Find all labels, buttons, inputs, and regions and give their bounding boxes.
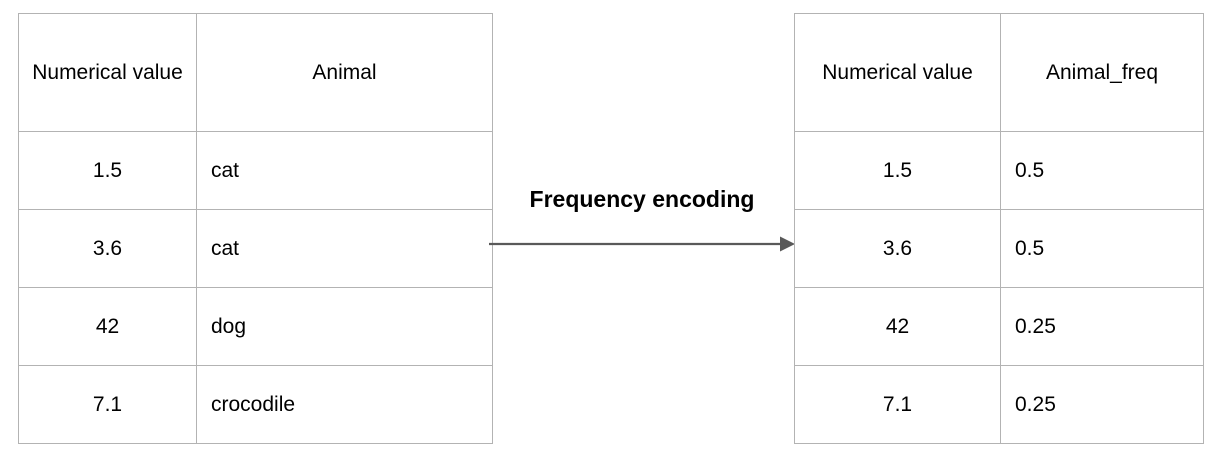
encoded-cell-animal-freq: 0.25 [1000, 365, 1204, 444]
source-cell-value: 1.5 [18, 131, 197, 210]
arrow-right-icon [489, 236, 795, 252]
encoded-cell-value: 7.1 [794, 365, 1001, 444]
encoded-table: Numerical value Animal_freq 1.5 0.5 3.6 … [794, 13, 1204, 444]
encoded-header-numerical-value: Numerical value [794, 13, 1001, 132]
source-cell-animal: dog [196, 287, 493, 366]
source-cell-animal: cat [196, 209, 493, 288]
source-cell-value: 42 [18, 287, 197, 366]
encoded-cell-value: 1.5 [794, 131, 1001, 210]
encoded-header-animal-freq: Animal_freq [1000, 13, 1204, 132]
source-table: Numerical value Animal 1.5 cat 3.6 cat 4… [18, 13, 493, 444]
source-cell-animal: crocodile [196, 365, 493, 444]
encoded-cell-animal-freq: 0.25 [1000, 287, 1204, 366]
table-row: 1.5 0.5 [794, 131, 1204, 210]
source-cell-value: 7.1 [18, 365, 197, 444]
table-row: 1.5 cat [18, 131, 493, 210]
encoded-cell-animal-freq: 0.5 [1000, 131, 1204, 210]
table-row: 3.6 0.5 [794, 209, 1204, 288]
table-row: 42 dog [18, 287, 493, 366]
table-row: 7.1 crocodile [18, 365, 493, 444]
source-header-numerical-value: Numerical value [18, 13, 197, 132]
transformation-annotation: Frequency encoding [488, 186, 796, 262]
encoded-cell-value: 42 [794, 287, 1001, 366]
encoded-cell-animal-freq: 0.5 [1000, 209, 1204, 288]
source-cell-value: 3.6 [18, 209, 197, 288]
source-header-animal: Animal [196, 13, 493, 132]
table-row: 3.6 cat [18, 209, 493, 288]
source-cell-animal: cat [196, 131, 493, 210]
table-row: 7.1 0.25 [794, 365, 1204, 444]
table-header-row: Numerical value Animal_freq [794, 13, 1204, 132]
transformation-label: Frequency encoding [529, 186, 755, 212]
table-header-row: Numerical value Animal [18, 13, 493, 132]
table-row: 42 0.25 [794, 287, 1204, 366]
encoded-cell-value: 3.6 [794, 209, 1001, 288]
